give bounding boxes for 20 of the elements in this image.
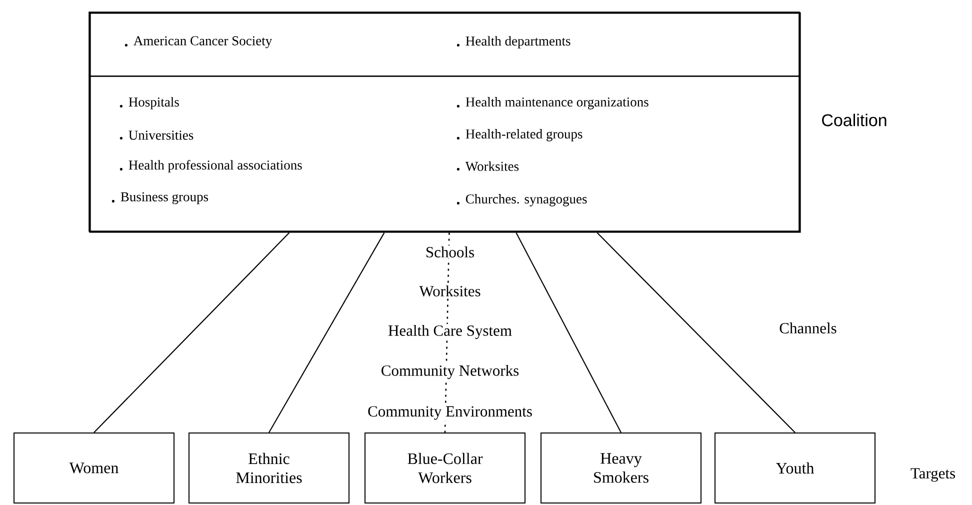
connector-line <box>596 232 796 433</box>
member-list-panel: Hospitals Universities Health professional associations Business groups Health maintenance organizations Health-related groups Worksites Churches. synagogues <box>88 76 800 232</box>
target-box: Women <box>14 432 174 504</box>
connector-line <box>94 232 290 433</box>
channel-label: Health Care System <box>387 324 513 340</box>
channel-label: Community Environments <box>366 405 534 421</box>
target-box: Ethnic Minorities <box>188 432 350 504</box>
section-label: Channels <box>778 322 838 334</box>
target-box: Blue-Collar Workers <box>364 432 526 504</box>
coalition-box <box>89 12 801 233</box>
channel-label: Worksites <box>418 284 482 298</box>
section-label: Targets <box>909 467 957 483</box>
target-box: Youth <box>714 432 876 504</box>
member-list-panel: American Cancer Society Health departments <box>88 12 800 77</box>
connector-line <box>268 232 385 433</box>
connector-line <box>516 232 622 433</box>
target-box: Heavy Smokers <box>540 432 702 504</box>
channel-label: Schools <box>424 246 476 258</box>
channel-label: Community Networks <box>380 364 520 380</box>
side-label: Coalition <box>822 114 886 126</box>
